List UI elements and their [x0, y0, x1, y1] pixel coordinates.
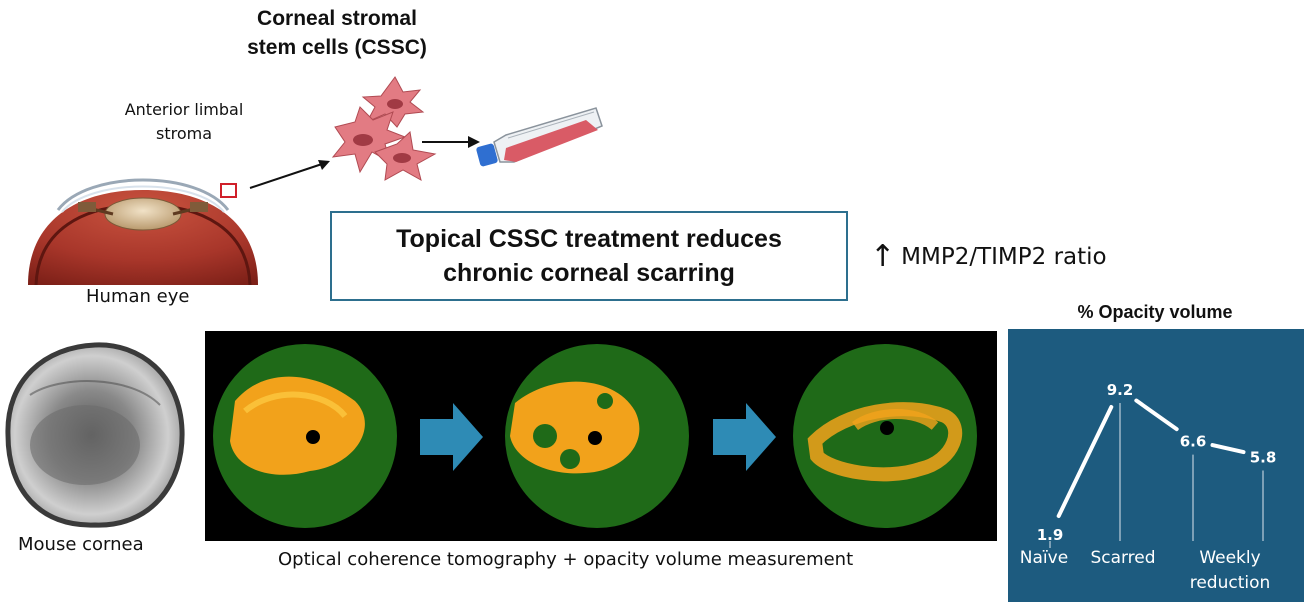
main-statement-line1: Topical CSSC treatment reduces	[396, 225, 782, 253]
arrow-to-cells	[249, 160, 330, 189]
oct-image-panel	[205, 331, 997, 541]
anterior-limbal-label: Anterior limbal stroma	[104, 98, 264, 146]
x-tick-label-1: Scarred	[1090, 548, 1155, 568]
data-label-2: 6.6	[1180, 433, 1207, 451]
cssc-title-line2: stem cells (CSSC)	[247, 36, 427, 59]
human-eye-label: Human eye	[86, 286, 190, 307]
cssc-title-line1: Corneal stromal	[257, 7, 417, 30]
cssc-title: Corneal stromal stem cells (CSSC)	[232, 4, 442, 62]
x-tick-label-0: Naïve	[1020, 548, 1068, 568]
oct-caption: Optical coherence tomography + opacity v…	[278, 549, 854, 570]
series-segment-0	[1056, 405, 1114, 518]
main-statement-box: Topical CSSC treatment reduces chronic c…	[330, 211, 848, 301]
data-label-1: 9.2	[1107, 381, 1134, 399]
oct-eye-scarred	[213, 344, 397, 528]
series-segment-2	[1210, 443, 1246, 455]
chart-title: % Opacity volume	[1077, 302, 1233, 322]
progression-arrow-1	[420, 403, 483, 471]
mmp-ratio-label: ↑ MMP2/TIMP2 ratio	[870, 239, 1107, 274]
oct-eye-week1	[505, 344, 689, 528]
x-tick-label-3: reduction	[1190, 573, 1271, 593]
oct-eye-week2	[793, 344, 977, 528]
data-label-3: 5.8	[1250, 449, 1277, 467]
human-eye-illustration	[28, 178, 258, 285]
anterior-label-line1: Anterior limbal	[124, 100, 244, 119]
up-arrow-icon: ↑	[870, 239, 896, 274]
mouse-cornea-image	[5, 342, 185, 528]
anterior-label-line2: stroma	[155, 124, 212, 143]
data-label-0: 1.9	[1037, 526, 1064, 544]
mmp-ratio-text: MMP2/TIMP2 ratio	[901, 244, 1107, 270]
main-statement-line2: chronic corneal scarring	[443, 259, 735, 287]
x-tick-label-2: Weekly	[1199, 548, 1260, 568]
oct-images	[213, 344, 977, 528]
culture-flask-icon	[476, 107, 603, 167]
stem-cells-illustration	[331, 76, 437, 181]
mouse-cornea-label: Mouse cornea	[18, 534, 144, 555]
progression-arrow-2	[713, 403, 776, 471]
arrow-to-flask	[422, 136, 480, 148]
series-segment-1	[1134, 398, 1179, 432]
